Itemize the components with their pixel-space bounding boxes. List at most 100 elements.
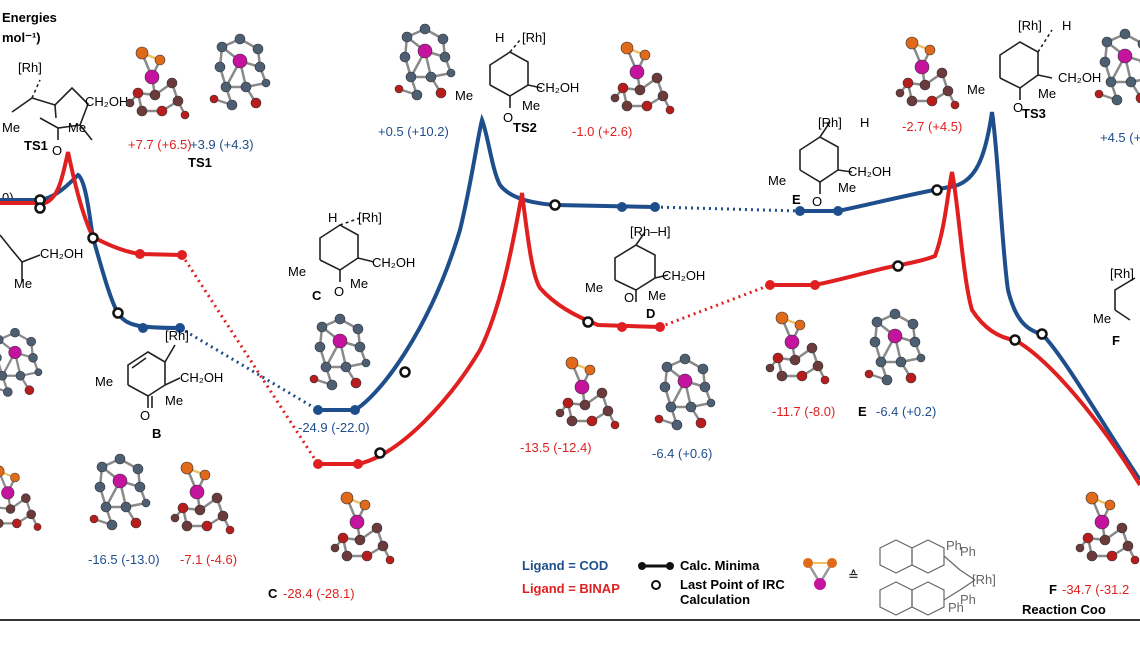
ts1-ch2oh-label: CH₂OH — [85, 94, 128, 109]
molecule-atom — [620, 41, 634, 55]
molecule-atom — [417, 43, 433, 59]
legend-approx: ≙ — [848, 568, 859, 583]
molecule-atom — [1094, 514, 1110, 530]
b-rh-label: [Rh] — [165, 328, 189, 343]
molecule-atom — [120, 501, 132, 513]
structure-ts2 — [489, 39, 543, 108]
molecule-atom — [156, 105, 168, 117]
molecule-atom — [180, 110, 190, 120]
irc-point — [112, 307, 124, 319]
irc-point — [931, 184, 943, 196]
title-units: mol⁻¹) — [2, 30, 41, 45]
binap-profile-curve-3 — [770, 171, 1140, 487]
molecule-atom — [220, 81, 232, 93]
ts2-me2-label: Me — [522, 98, 540, 113]
molecule-atom — [905, 372, 917, 384]
ts2-ch2oh-label: CH₂OH — [536, 80, 579, 95]
molecule-atom — [661, 361, 673, 373]
cod-dotted-b-to-c — [179, 326, 319, 412]
ts3-o-label: O — [1013, 100, 1023, 115]
ts1-rh-label: [Rh] — [18, 60, 42, 75]
legend-ph-3: Ph — [960, 592, 976, 607]
legend-last-point-2: Calculation — [680, 592, 750, 607]
molecule-atom — [610, 420, 620, 430]
ts2-label: TS2 — [513, 120, 537, 135]
molecule-atom — [330, 543, 340, 553]
ts1-binap-energy: +7.7 (+6.5) — [128, 137, 192, 152]
legend-minima-dot-left — [638, 562, 646, 570]
molecule-atom — [226, 99, 238, 111]
molecule-atom — [657, 90, 669, 102]
molecule-atom — [685, 401, 697, 413]
ts2-h-label: H — [495, 30, 504, 45]
molecule-atom — [697, 363, 709, 375]
e-h-label: H — [860, 115, 869, 130]
structure-f-partial — [1114, 277, 1136, 321]
ts3-me2-label: Me — [1038, 86, 1056, 101]
molecule-atom — [216, 41, 228, 53]
molecule-atom — [654, 414, 664, 424]
irc-point — [582, 316, 594, 328]
molecule-atom — [906, 95, 918, 107]
e-ch2oh-label: CH₂OH — [848, 164, 891, 179]
cod-profile-curve-1 — [0, 172, 181, 330]
molecule-atom — [399, 51, 411, 63]
molecule-atom — [28, 353, 38, 363]
point-e-binap — [765, 280, 775, 290]
molecule-model — [610, 41, 675, 115]
molecule-atom — [209, 94, 219, 104]
molecule-atom — [189, 484, 205, 500]
molecule-atom — [671, 419, 683, 431]
structure-ts1 — [11, 79, 93, 141]
legend-calc-minima: Calc. Minima — [680, 558, 760, 573]
molecule-atom — [316, 321, 328, 333]
e-o-label: O — [812, 194, 822, 209]
molecule-atom — [1101, 36, 1113, 48]
molecule-atom — [887, 328, 903, 344]
ts1-cod-energy: +3.9 (+4.3) — [190, 137, 254, 152]
e-mol-label: E — [858, 404, 867, 419]
molecule-atom — [916, 353, 926, 363]
molecule-model — [209, 33, 271, 111]
molecule-atom — [154, 54, 166, 66]
molecule-atom — [1075, 543, 1085, 553]
point-c-cod — [313, 405, 323, 415]
legend-p-atom-2 — [827, 558, 837, 568]
molecule-model — [555, 356, 620, 430]
molecule-atom — [1104, 499, 1116, 511]
molecule-atom — [784, 334, 800, 350]
molecule-atom — [359, 499, 371, 511]
molecule-atom — [125, 98, 135, 108]
molecule-atom — [1082, 532, 1094, 544]
legend-ph-2: Ph — [960, 544, 976, 559]
molecule-atom — [132, 463, 144, 475]
molecule-atom — [26, 336, 36, 347]
molecule-model — [864, 308, 926, 386]
e-struct-label: E — [792, 192, 801, 207]
irc-point — [1036, 328, 1048, 340]
molecule-atom — [26, 509, 36, 520]
molecule-atom — [177, 502, 189, 514]
c-rh-label: [Rh] — [358, 210, 382, 225]
molecule-atom — [1130, 555, 1140, 565]
molecule-atom — [1099, 534, 1111, 546]
molecule-atom — [796, 370, 808, 382]
ts3-ch2oh-label: CH₂OH — [1058, 70, 1101, 85]
structure-e — [799, 121, 853, 194]
point-e-cod — [795, 206, 805, 216]
cod-dotted-d-to-e — [654, 205, 801, 213]
molecule-atom — [250, 97, 262, 109]
molecule-atom — [89, 514, 99, 524]
cod-profile-curve-2 — [318, 113, 656, 412]
d-rh-label: [Rh–H] — [630, 224, 670, 239]
molecule-atom — [679, 353, 691, 365]
c-mol-label: C — [268, 586, 278, 601]
ts1-mol-label: TS1 — [188, 155, 212, 170]
molecule-atom — [33, 523, 42, 531]
molecule-atom — [806, 342, 818, 354]
molecule-model — [89, 453, 151, 531]
molecule-atom — [341, 550, 353, 562]
molecule-model — [1075, 491, 1140, 565]
structure-c — [319, 217, 375, 282]
molecule-atom — [8, 345, 22, 359]
